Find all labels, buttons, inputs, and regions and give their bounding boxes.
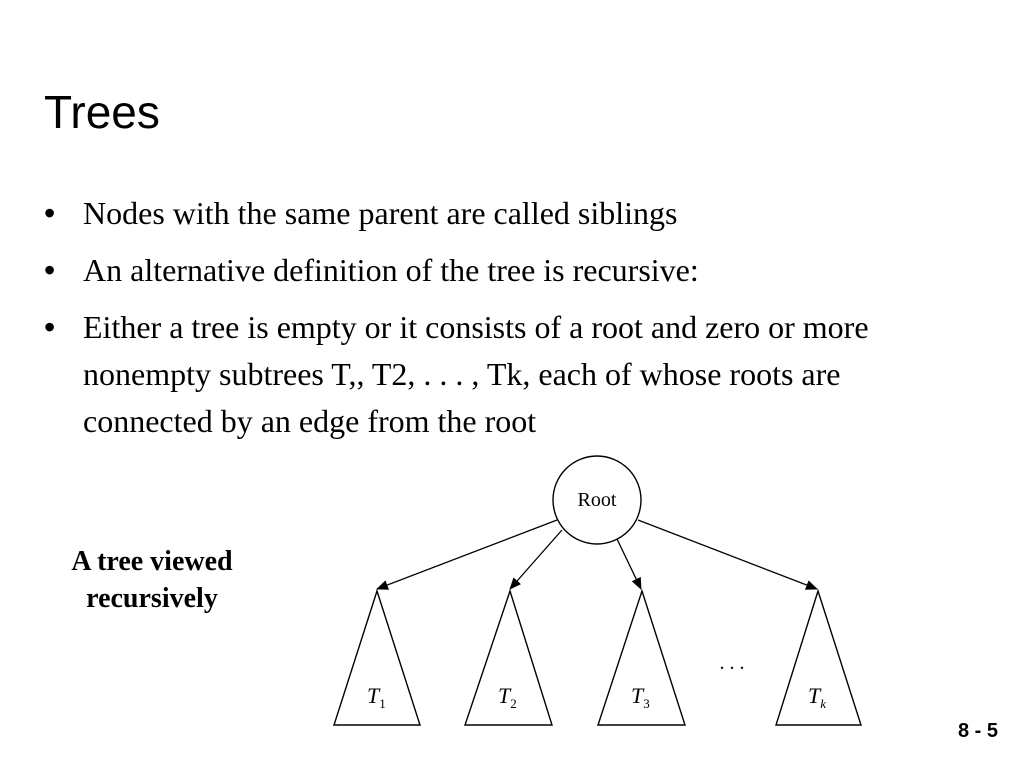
root-label: Root xyxy=(578,489,617,511)
subtree-label: T3 xyxy=(631,683,650,711)
subtree-t3 xyxy=(597,588,686,726)
subtree-t1 xyxy=(333,588,421,726)
root-node xyxy=(552,455,642,545)
edge-to-t1 xyxy=(376,519,558,590)
ellipsis: . . . xyxy=(720,652,745,674)
bullet-text: Nodes with the same parent are called si… xyxy=(83,195,678,231)
diagram-caption: A tree viewed recursively xyxy=(36,543,268,617)
bullet-text: Either a tree is empty or it consists of… xyxy=(83,309,869,439)
bullet-text: An alternative definition of the tree is… xyxy=(83,252,699,288)
subtree-label: Tk xyxy=(808,683,826,711)
bullet-item: • Nodes with the same parent are called … xyxy=(44,190,974,237)
caption-line: A tree viewed xyxy=(71,546,233,577)
slide-title: Trees xyxy=(44,86,160,138)
bullet-marker: • xyxy=(44,252,56,288)
bullet-marker: • xyxy=(44,195,56,231)
bullet-item: • Either a tree is empty or it consists … xyxy=(44,304,974,445)
caption-line: recursively xyxy=(86,583,218,614)
edge-to-tk xyxy=(637,519,818,590)
recursive-tree-diagram: Root T1 T2 T3 Tk . . . xyxy=(333,455,862,726)
subtree-label: T1 xyxy=(367,683,386,711)
bullet-item: • An alternative definition of the tree … xyxy=(44,247,974,294)
edge-to-t3 xyxy=(616,538,642,590)
slide-number: 8 - 5 xyxy=(957,720,998,742)
subtree-label: T2 xyxy=(498,683,517,711)
subtree-tk xyxy=(775,588,862,726)
edge-to-t2 xyxy=(509,529,563,590)
bullet-list: • Nodes with the same parent are called … xyxy=(44,190,974,455)
bullet-marker: • xyxy=(44,309,56,345)
subtree-t2 xyxy=(464,588,553,726)
